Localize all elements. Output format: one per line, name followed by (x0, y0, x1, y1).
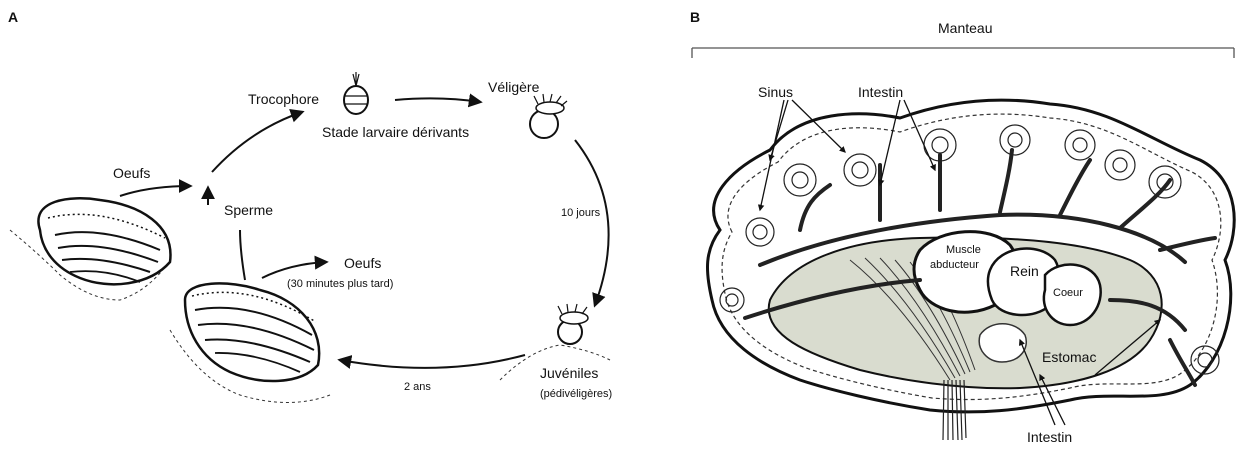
label-stade-larvaire: Stade larvaire dérivants (322, 124, 469, 140)
label-juveniles: Juvéniles (540, 365, 598, 381)
label-pediveligeres: (pédivéligères) (540, 388, 612, 400)
label-coeur: Coeur (1053, 287, 1083, 299)
arrow-veliger-to-juvenile (575, 140, 609, 305)
label-oeufs-top: Oeufs (113, 165, 150, 181)
label-estomac: Estomac (1042, 349, 1096, 365)
arrow-juvenile-to-adult (340, 355, 525, 368)
mantle-bracket (692, 48, 1234, 58)
label-10-jours: 10 jours (561, 207, 601, 219)
label-oeufs-lower: Oeufs (344, 255, 381, 271)
panel-a-letter: A (8, 9, 18, 25)
label-rein: Rein (1010, 263, 1039, 279)
label-trocophore: Trocophore (248, 91, 319, 107)
label-veligere: Véligère (488, 79, 540, 95)
arrow-troco-to-veliger (395, 98, 480, 102)
arrow-clam-up (240, 230, 245, 280)
label-manteau: Manteau (938, 20, 992, 36)
label-2-ans: 2 ans (404, 381, 431, 393)
panel-a: A (8, 9, 612, 403)
label-intestin-bottom: Intestin (1027, 429, 1072, 445)
label-intestin-top: Intestin (858, 84, 903, 100)
trocophore-larva (344, 72, 368, 114)
arrow-oeufs-top (120, 186, 190, 196)
label-muscle-1: Muscle (946, 244, 981, 256)
adult-clam-lower (170, 283, 330, 402)
estomac (979, 324, 1026, 362)
arrow-to-trocophore (212, 112, 302, 172)
adult-clam-upper (10, 198, 170, 300)
label-muscle-2: abducteur (930, 259, 979, 271)
label-sinus: Sinus (758, 84, 793, 100)
panel-b: B Manteau (690, 9, 1234, 445)
label-oeufs-note: (30 minutes plus tard) (287, 278, 393, 290)
arrow-oeufs-lower (262, 262, 326, 278)
label-sperme: Sperme (224, 202, 273, 218)
veliger-larva (530, 94, 567, 138)
panel-b-letter: B (690, 9, 700, 25)
